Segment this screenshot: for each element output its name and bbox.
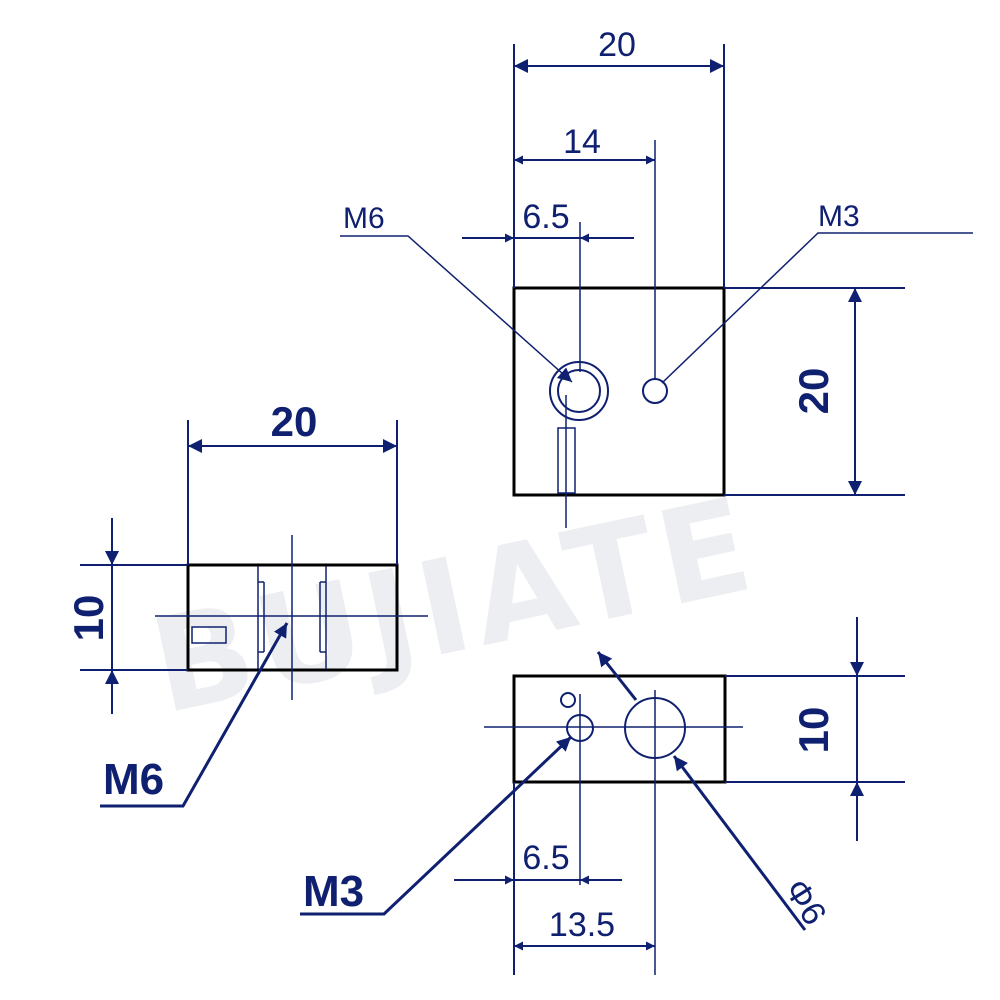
side-slot [191, 626, 227, 644]
top-view-outline [512, 674, 727, 784]
leader-m3-top [300, 735, 573, 916]
phi6-leader-lower [672, 755, 807, 931]
label-m3-front: M3 [818, 200, 860, 233]
dim-width-20-text: 20 [598, 26, 636, 64]
dim-14-text: 14 [563, 123, 601, 161]
label-m6-side: M6 [103, 755, 164, 804]
top-small-hole [560, 692, 576, 708]
label-phi6: Φ6 [777, 873, 834, 932]
side-dim-height-text: 10 [65, 595, 112, 642]
m6-hole-inner [557, 369, 601, 413]
leader-m6-side [100, 622, 289, 808]
label-m6-front: M6 [343, 202, 385, 235]
dim-height-20-text: 20 [790, 368, 837, 415]
dim-6-5-text: 6.5 [522, 198, 569, 236]
leader-m3-front [661, 232, 973, 384]
phi6-leader-upper [596, 651, 638, 701]
front-view: 20 14 6.5 20 M6 M3 [340, 26, 973, 528]
top-dim-13-5-text: 13.5 [549, 906, 615, 944]
front-view-outline [512, 286, 726, 497]
watermark-text: BUJIATE [139, 468, 769, 744]
leader-m6-front [340, 235, 573, 383]
side-dim-width-text: 20 [271, 398, 318, 445]
label-m3-top: M3 [303, 867, 364, 916]
top-dim-height-text: 10 [790, 707, 837, 754]
side-view: 20 10 M6 [65, 398, 428, 808]
m6-hole-outer [549, 361, 609, 421]
top-dim-6-5-text: 6.5 [522, 839, 569, 877]
